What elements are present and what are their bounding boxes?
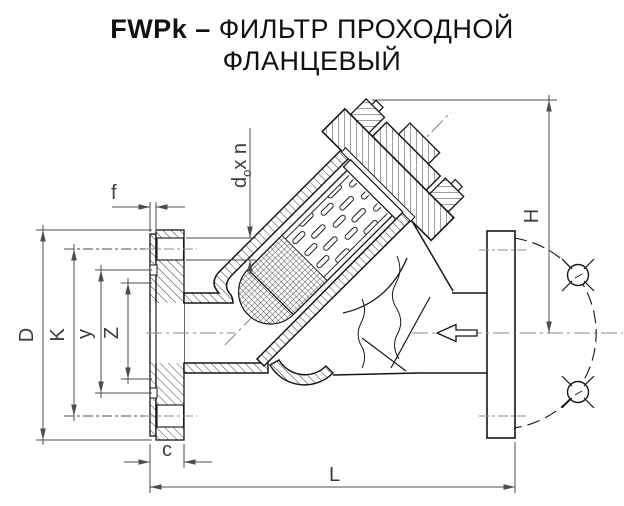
bolt-circle-arc	[513, 237, 597, 429]
bolt-hole-symbol-top	[561, 258, 595, 292]
screen-wall-outer-right	[292, 215, 393, 316]
mesh-cap	[238, 268, 295, 325]
dim-D	[36, 225, 152, 445]
label-d-mult: x n	[229, 143, 251, 170]
label-Z: Z	[101, 327, 123, 339]
body-section	[183, 148, 487, 386]
drawing-title: FWPk – ФИЛЬТР ПРОХОДНОЙ ФЛАНЦЕВЫЙ	[0, 14, 624, 78]
screen-wall-inner-left	[285, 174, 350, 240]
dim-H	[372, 95, 557, 333]
flow-arrow	[435, 323, 478, 343]
label-H: H	[521, 209, 543, 223]
upper-wall	[183, 148, 351, 304]
dim-K	[64, 244, 145, 421]
title-dash-glyph: –	[195, 14, 211, 44]
cone-surface-line-2	[361, 337, 407, 372]
title-text-2: ФЛАНЦЕВЫЙ	[222, 45, 402, 76]
label-bolt-holes: dox n	[229, 143, 254, 188]
strainer-screen-slots	[285, 175, 387, 277]
screen-wall-inner-right	[323, 213, 388, 278]
label-K: K	[47, 328, 69, 342]
label-c: c	[162, 439, 172, 461]
dim-y	[95, 265, 152, 398]
bolt-hole-symbol-bottom	[561, 375, 595, 409]
label-f: f	[111, 182, 117, 204]
dim-c	[124, 444, 212, 468]
screen-ring	[342, 158, 404, 221]
dim-L	[149, 442, 516, 493]
dim-Z	[121, 278, 152, 384]
title-line-2: ФЛАНЦЕВЫЙ	[0, 46, 624, 78]
chamber-arc	[342, 257, 408, 314]
right-flange	[486, 230, 516, 439]
screen-wall-outer-left	[247, 169, 348, 270]
label-d: d	[229, 177, 251, 188]
lower-wall	[183, 362, 269, 374]
dim-bolt-holes	[186, 128, 256, 275]
dim-f	[112, 202, 185, 232]
dimension-lines	[36, 95, 557, 493]
left-flange	[149, 229, 185, 441]
wavy-break-line-1	[391, 255, 402, 360]
label-d-sub: o	[239, 170, 254, 177]
title-line-1: FWPk – ФИЛЬТР ПРОХОДНОЙ	[0, 14, 624, 46]
wavy-break-line-2	[357, 298, 366, 369]
label-L: L	[329, 464, 340, 486]
model-code: FWPk	[110, 14, 188, 44]
title-text-1: ФИЛЬТР ПРОХОДНОЙ	[218, 14, 514, 44]
cone-bottom-edge	[332, 372, 419, 376]
cone-upper-edge	[411, 220, 454, 292]
strainer-branch	[238, 98, 465, 325]
dimension-labels: D K y Z f c L H dox n	[16, 143, 543, 486]
label-y: y	[74, 329, 96, 339]
label-D: D	[16, 328, 38, 342]
drain-pocket	[269, 359, 334, 386]
